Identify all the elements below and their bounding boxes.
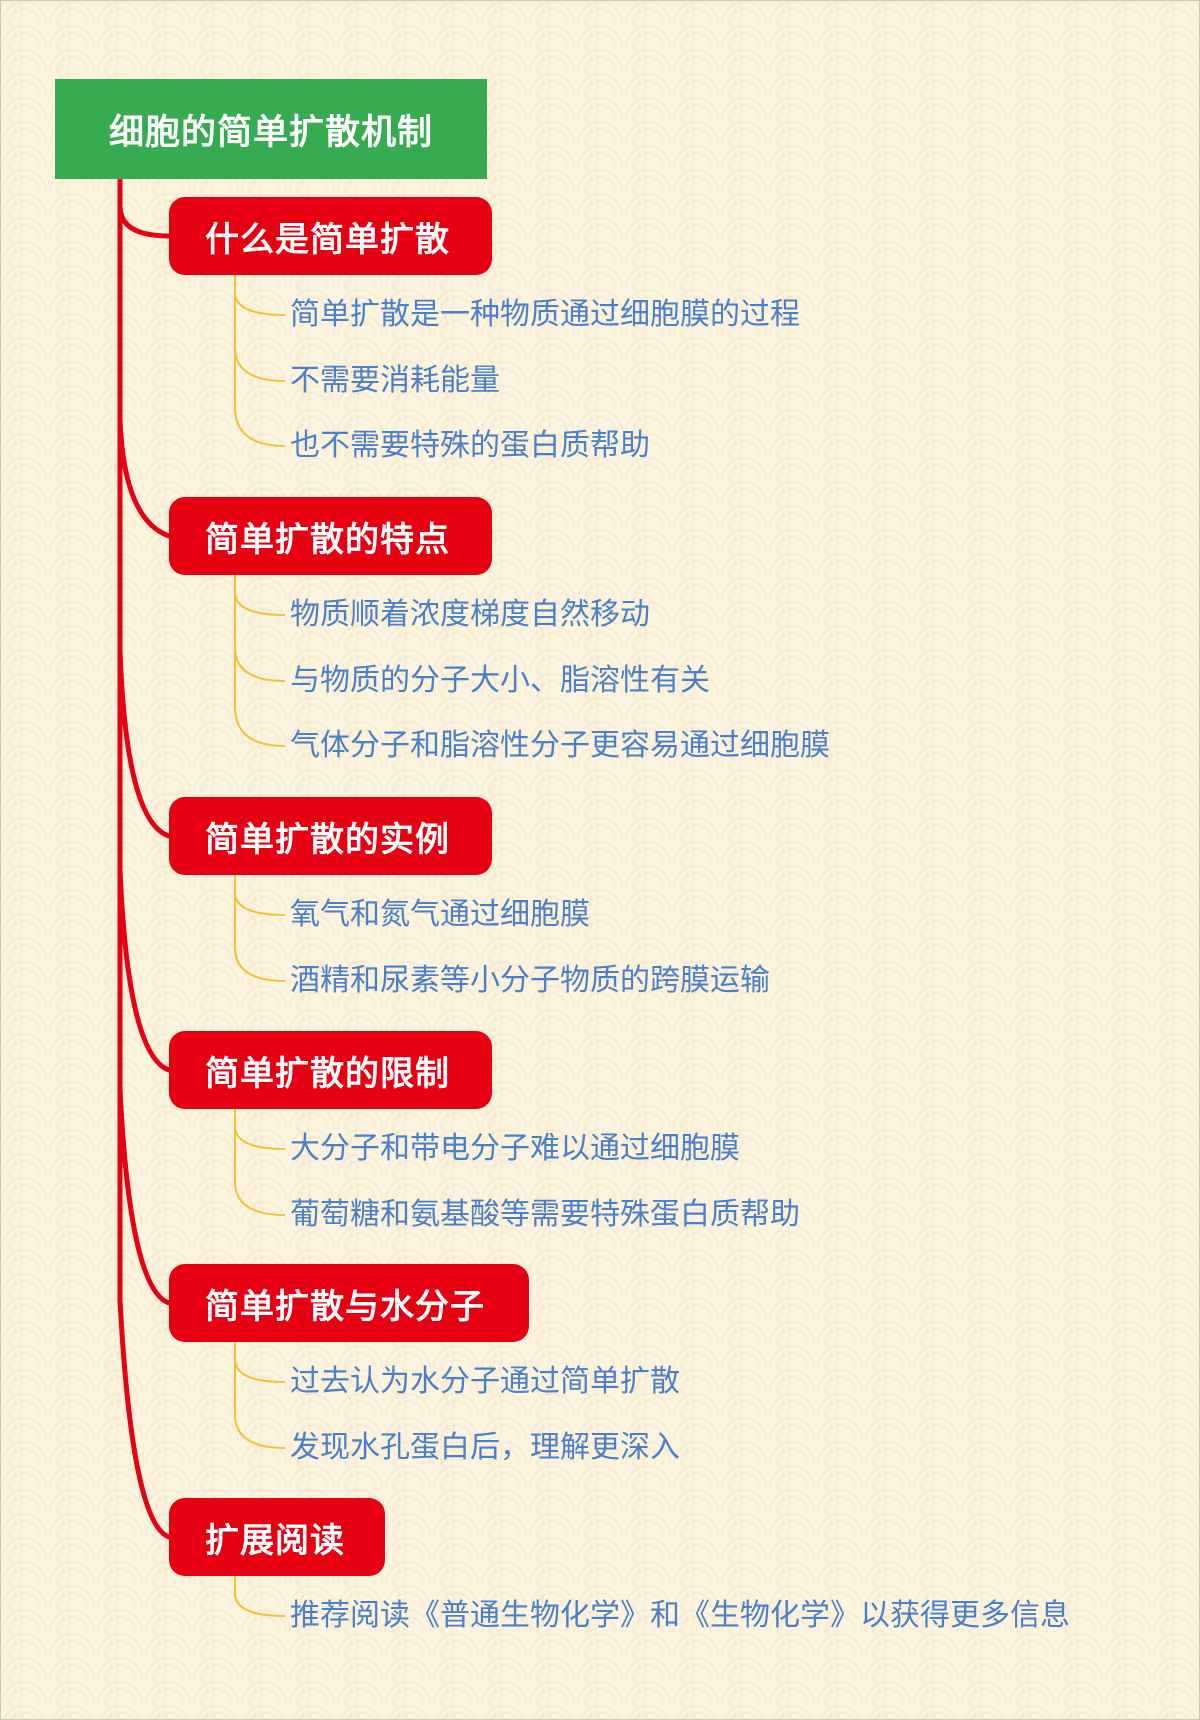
link-leaf-2-2 bbox=[234, 575, 286, 682]
link-leaf-3-1 bbox=[234, 875, 286, 916]
branch-title: 简单扩散的实例 bbox=[205, 819, 450, 860]
leaf-item: 也不需要特殊的蛋白质帮助 bbox=[290, 428, 650, 463]
branch-water: 简单扩散与水分子 bbox=[169, 1264, 529, 1342]
link-leaf-1-3 bbox=[234, 275, 286, 447]
link-leaf-1-2 bbox=[234, 275, 286, 382]
branch-examples: 简单扩散的实例 bbox=[169, 797, 492, 875]
branch-what-is: 什么是简单扩散 bbox=[169, 197, 492, 275]
root-title: 细胞的简单扩散机制 bbox=[108, 112, 433, 153]
link-leaf-3-2 bbox=[234, 875, 286, 982]
branch-title: 什么是简单扩散 bbox=[205, 219, 450, 260]
link-leaf-2-3 bbox=[234, 575, 286, 747]
leaf-item: 酒精和尿素等小分子物质的跨膜运输 bbox=[290, 963, 770, 998]
branch-limits: 简单扩散的限制 bbox=[169, 1031, 492, 1109]
link-leaf-5-2 bbox=[234, 1342, 286, 1449]
leaf-item: 葡萄糖和氨基酸等需要特殊蛋白质帮助 bbox=[290, 1197, 800, 1232]
leaf-item: 物质顺着浓度梯度自然移动 bbox=[290, 597, 650, 632]
branch-features: 简单扩散的特点 bbox=[169, 497, 492, 575]
link-leaf-4-1 bbox=[234, 1109, 286, 1150]
leaf-item: 与物质的分子大小、脂溶性有关 bbox=[290, 663, 710, 698]
leaf-item: 不需要消耗能量 bbox=[290, 363, 500, 398]
link-root-branch-4 bbox=[117, 176, 172, 1073]
leaf-item: 推荐阅读《普通生物化学》和《生物化学》以获得更多信息 bbox=[290, 1598, 1070, 1633]
leaf-item: 大分子和带电分子难以通过细胞膜 bbox=[290, 1131, 740, 1166]
link-root-branch-1 bbox=[117, 176, 172, 239]
leaf-item: 发现水孔蛋白后，理解更深入 bbox=[290, 1430, 680, 1465]
leaf-item: 氧气和氮气通过细胞膜 bbox=[290, 897, 590, 932]
link-leaf-6-1 bbox=[234, 1576, 286, 1617]
branch-title: 简单扩散与水分子 bbox=[205, 1286, 485, 1327]
link-leaf-4-2 bbox=[234, 1109, 286, 1216]
leaf-item: 简单扩散是一种物质通过细胞膜的过程 bbox=[290, 297, 800, 332]
branch-title: 简单扩散的限制 bbox=[205, 1053, 450, 1094]
branch-title: 扩展阅读 bbox=[205, 1520, 345, 1561]
leaf-item: 气体分子和脂溶性分子更容易通过细胞膜 bbox=[290, 728, 830, 763]
link-leaf-2-1 bbox=[234, 575, 286, 616]
link-leaf-5-1 bbox=[234, 1342, 286, 1383]
branch-further-reading: 扩展阅读 bbox=[169, 1498, 385, 1576]
link-leaf-1-1 bbox=[234, 275, 286, 316]
branch-title: 简单扩散的特点 bbox=[205, 519, 450, 560]
leaf-item: 过去认为水分子通过简单扩散 bbox=[290, 1364, 680, 1399]
link-root-branch-3 bbox=[117, 176, 172, 839]
root-node: 细胞的简单扩散机制 bbox=[55, 79, 487, 179]
link-root-branch-6 bbox=[117, 176, 172, 1540]
